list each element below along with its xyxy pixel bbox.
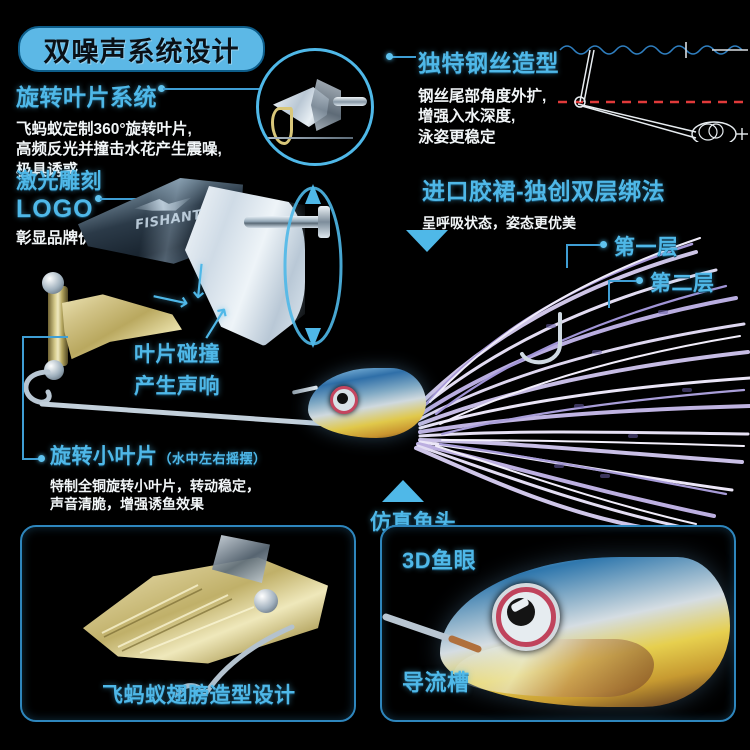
connector-dot-small-blade (38, 455, 45, 462)
blade-system-heading: 旋转叶片系统 (16, 84, 157, 110)
water-flow-groove (454, 639, 654, 697)
triangle-down-icon (406, 230, 448, 252)
connector-dot-laser-logo (95, 195, 102, 202)
wire-shape-body-line-3: 泳姿更稳定 (418, 128, 496, 146)
feature-blade-collide: 叶片碰撞 产生声响 (134, 338, 220, 400)
wing-panel-bead (254, 589, 278, 613)
laser-logo-heading-line-2: LOGO (16, 195, 94, 223)
wire-shape-heading: 独特钢丝造型 (418, 50, 559, 76)
skirt-body: 呈呼吸状态，姿态更优美 (422, 215, 576, 231)
connector-line-laser-logo-h (100, 198, 145, 200)
collide-arrow-down-icon: ⟶ (183, 260, 218, 302)
connector-line-small-blade-bottom (22, 458, 40, 460)
laser-logo-heading-line-1: 激光雕刻 (16, 170, 102, 193)
connector-line-small-blade-top (22, 336, 68, 338)
eye-callout-label: 3D鱼眼 (402, 548, 477, 573)
wire-angle-diagram (558, 42, 748, 142)
skirt-layer-2-label: 第二层 (650, 272, 715, 295)
connector-line-wire-shape (390, 56, 416, 58)
connector-line-layer-1-v (566, 244, 568, 268)
small-blade-body-line-1: 特制全铜旋转小叶片，转动稳定， (50, 478, 260, 494)
wing-blade-ribs (101, 584, 255, 654)
brand-wordmark: FISHANT (134, 207, 203, 233)
blade-shaft (244, 216, 328, 228)
wire-shape-body-line-1: 钢丝尾部角度外扩, (418, 88, 547, 105)
connector-dot-layer-1 (600, 241, 607, 248)
fishing-hook (520, 312, 562, 365)
connector-line-layer-1-h (566, 244, 600, 246)
fish-head-panel: 3D鱼眼 导流槽 (380, 525, 736, 722)
shaft-collar (318, 206, 330, 238)
rotation-arrow-icon (283, 184, 343, 348)
skirt-heading: 进口胶裙-独创双层绑法 (422, 178, 666, 204)
connector-line-small-blade-v (22, 336, 24, 460)
blade-system-body-line-3: 极具诱惑 (16, 161, 79, 179)
connector-dot-blade-system (158, 85, 165, 92)
blade-collide-line-1: 叶片碰撞 (134, 343, 220, 366)
wing-blade-panel-caption: 飞蚂蚁翅膀造型设计 (102, 684, 296, 707)
page-title-badge: 双噪声系统设计 (18, 26, 265, 72)
wing-blade-panel: 飞蚂蚁翅膀造型设计 (20, 525, 356, 722)
magnifier-inset-icon (256, 48, 374, 166)
connector-dot-wire-shape (386, 53, 393, 60)
fish-eye-closeup (492, 583, 560, 651)
waterline-icon (559, 45, 743, 55)
swivel-bead-bottom (44, 360, 64, 380)
connector-dot-layer-2 (636, 277, 643, 284)
feature-wire-shape: 独特钢丝造型 钢丝尾部角度外扩, 增强入水深度, 泳姿更稳定 (418, 44, 559, 148)
wire-shape-body-line-2: 增强入水深度, (418, 108, 516, 126)
feature-blade-system: 旋转叶片系统 飞蚂蚁定制360°旋转叶片, 高频反光并撞击水花产生震噪, 极具诱… (16, 78, 266, 181)
swivel-bead-top (42, 272, 64, 294)
connector-line-blade-system-h (163, 88, 278, 90)
groove-callout-label: 导流槽 (402, 670, 470, 695)
blade-system-body-line-2: 高频反光并撞击水花产生震噪, (16, 141, 222, 159)
page-title: 双噪声系统设计 (43, 36, 240, 68)
connector-line-layer-2-h (608, 280, 636, 282)
fish-head-panel-wire (382, 613, 482, 653)
fish-eye (330, 386, 358, 414)
blade-collide-line-2: 产生声响 (134, 375, 220, 398)
wing-panel-wire (175, 624, 295, 698)
skirt-layer-1-label: 第一层 (614, 236, 679, 259)
realistic-fish-head (308, 368, 426, 438)
rubber-skirt (414, 237, 750, 528)
small-blade-heading: 旋转小叶片 (50, 445, 158, 468)
main-wire (23, 369, 331, 427)
small-blade-heading-suffix: （水中左右摇摆） (158, 451, 267, 466)
feature-skirt: 进口胶裙-独创双层绑法 呈呼吸状态，姿态更优美 (422, 172, 665, 232)
connector-line-layer-2-v (608, 280, 610, 308)
triangle-up-icon (382, 480, 424, 502)
feature-small-blade: 旋转小叶片 （水中左右摇摆） 特制全铜旋转小叶片，转动稳定， 声音清脆，增强诱鱼… (50, 440, 340, 514)
blade-system-body-line-1: 飞蚂蚁定制360°旋转叶片, (16, 121, 192, 138)
small-blade-body-line-2: 声音清脆，增强诱鱼效果 (50, 496, 204, 513)
